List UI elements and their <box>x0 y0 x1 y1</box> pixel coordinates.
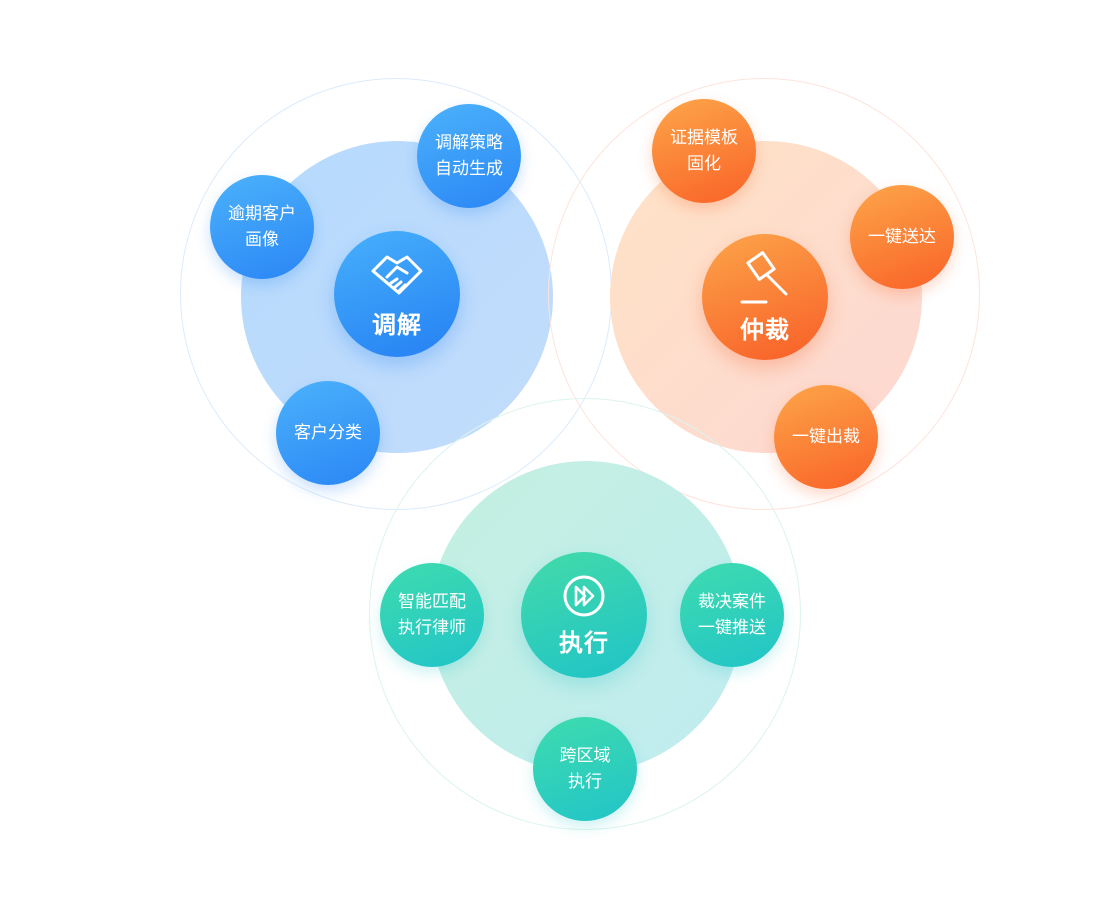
enforcement-outer-ring <box>369 398 801 830</box>
enforcement-title: 执行 <box>559 628 609 657</box>
feature-cross-region-label: 跨区域 执行 <box>559 746 611 792</box>
feature-one-click-service-label: 一键送达 <box>868 227 936 247</box>
feature-overdue-profile-node[interactable]: 逾期客户 画像 <box>210 175 314 279</box>
feature-one-click-award-node[interactable]: 一键出裁 <box>774 385 878 489</box>
arbitration-title: 仲裁 <box>740 315 790 344</box>
feature-customer-classification-node[interactable]: 客户分类 <box>276 381 380 485</box>
feature-evidence-template-label: 证据模板 固化 <box>670 128 738 174</box>
feature-smart-lawyer-matching-node[interactable]: 智能匹配 执行律师 <box>380 563 484 667</box>
feature-mediation-strategy-label: 调解策略 自动生成 <box>435 133 503 179</box>
gavel-icon <box>740 250 788 303</box>
feature-evidence-template-node[interactable]: 证据模板 固化 <box>652 99 756 203</box>
feature-award-push-label: 裁决案件 一键推送 <box>698 592 766 638</box>
feature-smart-lawyer-matching-label: 智能匹配 执行律师 <box>398 592 466 638</box>
enforcement-hub[interactable]: 执行 <box>521 552 647 678</box>
feature-cross-region-node[interactable]: 跨区域 执行 <box>533 717 637 821</box>
feature-one-click-award-label: 一键出裁 <box>792 427 860 447</box>
feature-award-push-node[interactable]: 裁决案件 一键推送 <box>680 563 784 667</box>
handshake-icon <box>371 255 423 294</box>
arbitration-hub[interactable]: 仲裁 <box>702 234 828 360</box>
mediation-title: 调解 <box>372 310 422 339</box>
feature-overdue-profile-label: 逾期客户 画像 <box>228 204 296 250</box>
fast-forward-icon <box>563 575 605 616</box>
feature-customer-classification-label: 客户分类 <box>294 423 362 443</box>
feature-mediation-strategy-node[interactable]: 调解策略 自动生成 <box>417 104 521 208</box>
mediation-hub[interactable]: 调解 <box>334 231 460 357</box>
feature-one-click-service-node[interactable]: 一键送达 <box>850 185 954 289</box>
